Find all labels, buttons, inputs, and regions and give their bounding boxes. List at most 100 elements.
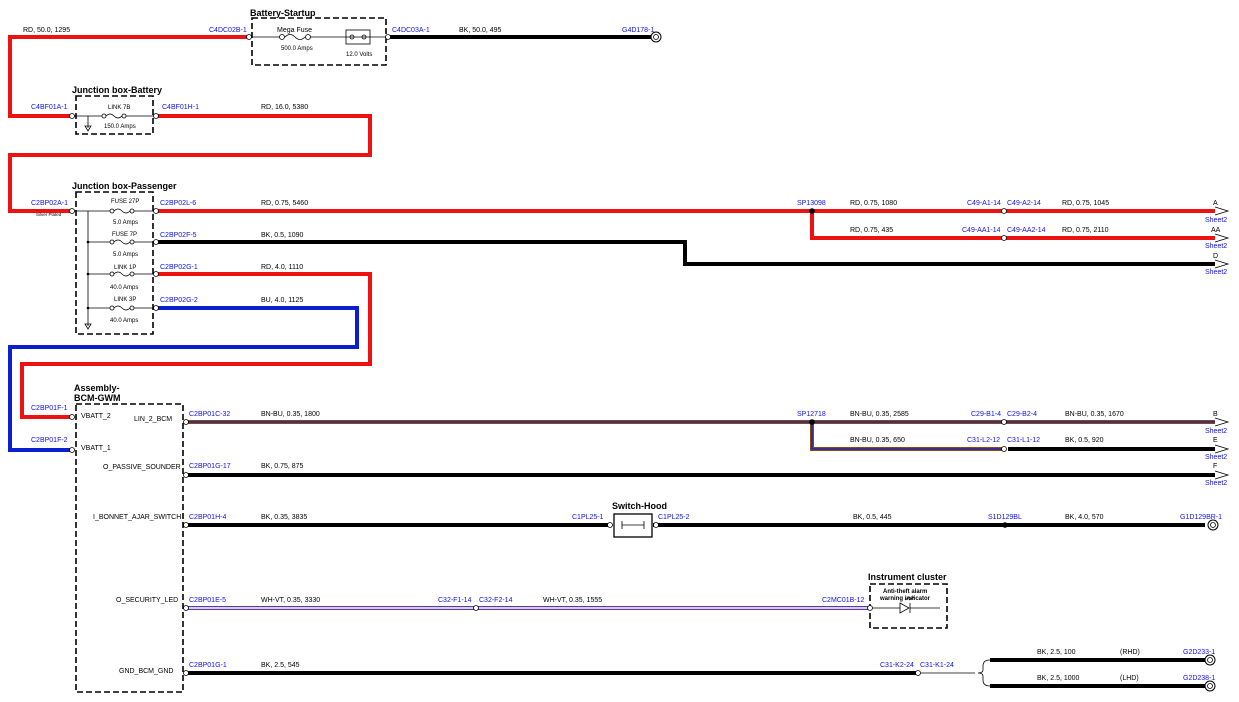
connector-pin[interactable] xyxy=(607,522,613,528)
wire-rd-075-branch[interactable] xyxy=(810,211,1215,240)
wire-label: RD, 0.75, 2110 xyxy=(1062,227,1109,234)
fuse-7p-label: FUSE 7P xyxy=(112,232,137,238)
jb-passenger-title: Junction box-Passenger xyxy=(72,181,177,191)
label-c2bp02g2: C2BP02G-2 xyxy=(160,297,198,304)
label-c2bp01f2: C2BP01F-2 xyxy=(31,437,68,444)
pin-gnd: GND_BCM_GND xyxy=(119,668,173,675)
label-sp13098: SP13098 xyxy=(797,200,826,207)
switch-hood-title: Switch-Hood xyxy=(612,501,667,511)
battery-startup-title: Battery-Startup xyxy=(250,8,316,18)
label-s1d129bl: S1D129BL xyxy=(988,514,1022,521)
wire-rd-16[interactable] xyxy=(8,114,372,213)
wire-bu-4-vbatt1[interactable] xyxy=(8,306,359,452)
wire-label: BK, 0.5, 1090 xyxy=(261,232,304,239)
wire-label: BK, 0.75, 875 xyxy=(261,463,304,470)
connector-pin[interactable] xyxy=(183,522,189,528)
pin-passive-sounder: O_PASSIVE_SOUNDER xyxy=(103,464,181,471)
instrument-cluster: Instrument cluster Anti-theft alarm warn… xyxy=(867,572,948,629)
connector-pin[interactable] xyxy=(69,414,75,420)
wire-label: RD, 0.75, 1080 xyxy=(850,200,897,207)
anti-theft-line1: Anti-theft alarm xyxy=(883,589,927,595)
dest-a: A xyxy=(1213,200,1218,207)
wire-label: BK, 0.35, 3835 xyxy=(261,514,307,521)
bcm-gwm: Assembly- BCM-GWM VBATT_2 VBATT_1 LIN_2_… xyxy=(69,383,189,693)
label-c2bp02g1: C2BP02G-1 xyxy=(160,264,198,271)
wire-bk-05-d[interactable] xyxy=(155,240,1215,266)
label-c49a2: C49-A2-14 xyxy=(1007,200,1041,207)
sheet-link[interactable]: Sheet2 xyxy=(1205,480,1227,487)
wire-bnbu-lin-branch[interactable] xyxy=(810,422,1004,451)
connector-pin[interactable] xyxy=(153,239,159,245)
label-c2bp01h: C2BP01H-4 xyxy=(189,514,226,521)
connector-pin[interactable] xyxy=(153,113,159,119)
switch-hood: Switch-Hood xyxy=(607,501,667,538)
sheet-link[interactable]: Sheet2 xyxy=(1205,217,1227,224)
label-c4bf01a: C4BF01A-1 xyxy=(31,104,68,111)
label-c2bp01e: C2BP01E-5 xyxy=(189,597,226,604)
link-1p-label: LINK 1P xyxy=(114,265,136,271)
wire-label: RD, 0.75, 435 xyxy=(850,227,893,234)
silver-plated-note: Silver Plated xyxy=(36,212,62,217)
label-c29b2: C29-B2-4 xyxy=(1007,411,1037,418)
connector-pin[interactable] xyxy=(153,271,159,277)
dest-f: F xyxy=(1213,463,1217,470)
wire-label: BK, 50.0, 495 xyxy=(459,27,502,34)
label-c2mc01b: C2MC01B-12 xyxy=(822,597,865,604)
sheet-link[interactable]: Sheet2 xyxy=(1205,269,1227,276)
connector-pin[interactable] xyxy=(183,472,189,478)
mega-fuse-rating: 500.0 Amps xyxy=(281,46,313,52)
fuse-27p-rating: 5.0 Amps xyxy=(113,220,138,226)
fuse-27p-label: FUSE 27P xyxy=(111,199,139,205)
connector-pin[interactable] xyxy=(183,670,189,676)
connector-pin[interactable] xyxy=(69,447,75,453)
wire-label: BU, 4.0, 1125 xyxy=(261,297,303,304)
sheet-link[interactable]: Sheet2 xyxy=(1205,243,1227,250)
wire-label: BN-BU, 0.35, 650 xyxy=(850,437,905,444)
connector-pin[interactable] xyxy=(69,208,75,214)
dest-d: D xyxy=(1213,253,1218,260)
label-c1pl25-2: C1PL25-2 xyxy=(658,514,690,521)
label-c29b1: C29-B1-4 xyxy=(971,411,1001,418)
bcm-title-line1: Assembly- xyxy=(74,383,120,393)
connector-pin[interactable] xyxy=(653,522,659,528)
label-c2bp01g1: C2BP01G-1 xyxy=(189,662,227,669)
wire-label: BK, 2.5, 1000 xyxy=(1037,675,1080,682)
connector-pin[interactable] xyxy=(183,605,189,611)
connector-pin[interactable] xyxy=(867,605,873,611)
lhd-label: (LHD) xyxy=(1120,675,1139,682)
label-c1pl25-1: C1PL25-1 xyxy=(572,514,604,521)
connector-pin[interactable] xyxy=(183,419,189,425)
sheet-link[interactable]: Sheet2 xyxy=(1205,454,1227,461)
pin-security-led: O_SECURITY_LED xyxy=(116,597,178,604)
inline-connectors xyxy=(473,208,1008,676)
ground-symbols xyxy=(1204,519,1219,692)
wire-label: BK, 4.0, 570 xyxy=(1065,514,1104,521)
sheet-link[interactable]: Sheet2 xyxy=(1205,428,1227,435)
ground-symbol xyxy=(650,31,662,43)
link-3p-label: LINK 3P xyxy=(114,297,136,303)
label-c32f1: C32-F1-14 xyxy=(438,597,472,604)
bcm-title-line2: BCM-GWM xyxy=(74,393,121,403)
wire-label: BK, 2.5, 545 xyxy=(261,662,300,669)
link-3p-rating: 40.0 Amps xyxy=(110,318,138,324)
fuse-7p-rating: 5.0 Amps xyxy=(113,252,138,258)
connector-pin[interactable] xyxy=(246,34,252,40)
connector-pin[interactable] xyxy=(153,208,159,214)
ground-brace xyxy=(977,659,991,687)
wire-rd-50-battery[interactable] xyxy=(8,35,249,118)
connector-pin[interactable] xyxy=(385,34,391,40)
connector-pin[interactable] xyxy=(69,113,75,119)
label-g2d233: G2D233-1 xyxy=(1183,649,1215,656)
dest-b: B xyxy=(1213,411,1218,418)
link-7b-rating: 150.0 Amps xyxy=(104,124,136,130)
battery-voltage: 12.0 Volts xyxy=(346,52,372,58)
pin-lin2: LIN_2_BCM xyxy=(134,416,172,423)
mega-fuse-label: Mega Fuse xyxy=(277,27,312,34)
wire-rd-4-vbatt2[interactable] xyxy=(20,272,372,419)
label-c49a1: C49-A1-14 xyxy=(967,200,1001,207)
label-g4d178: G4D178-1 xyxy=(622,27,654,34)
wire-label: RD, 0.75, 5460 xyxy=(261,200,308,207)
anti-theft-line2: warning indicator xyxy=(879,596,931,602)
connector-pin[interactable] xyxy=(153,305,159,311)
wire-label: WH-VT, 0.35, 1555 xyxy=(543,597,602,604)
